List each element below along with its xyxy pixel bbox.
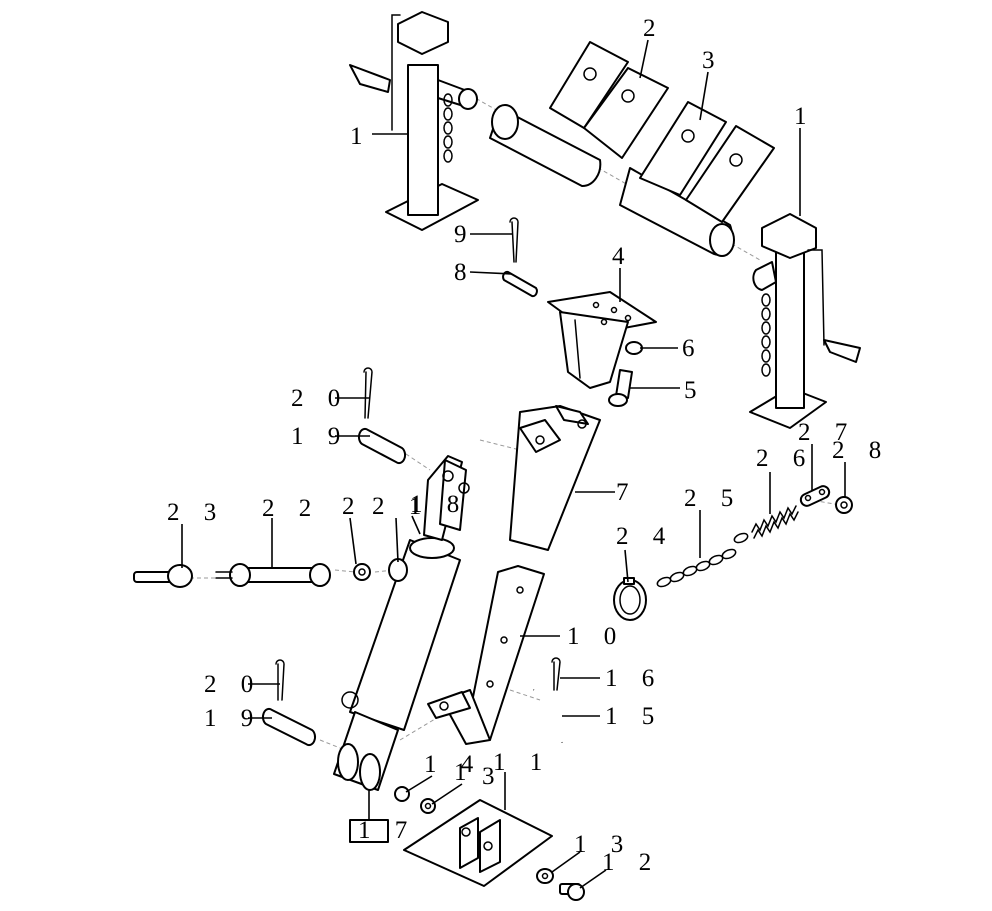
label-rod: 2 2 (262, 495, 320, 522)
spring-part-26 (751, 505, 799, 539)
label-pin-bent: 1 5 (605, 703, 663, 730)
clip-part-9 (509, 217, 519, 263)
label-nut-mid: 3 (482, 763, 504, 790)
clip-part-20-lower (275, 659, 285, 701)
label-clip-cyl-top: 2 0 (291, 385, 349, 412)
label-ring: 2 4 (616, 523, 674, 550)
jack-right-chain (761, 293, 771, 377)
pin-part-19-upper (357, 427, 407, 465)
bent-pin-part-15 (533, 688, 564, 743)
label-link: 2 7 (798, 419, 856, 446)
pin-part-19-lower (261, 707, 317, 747)
bushing-part-21 (388, 558, 408, 582)
label-washer-side: 2 (342, 493, 364, 520)
clip-part-20-upper (363, 367, 373, 419)
label-nut-foot: 1 4 (424, 751, 482, 778)
label-jack-left: 1 (350, 123, 372, 150)
jack-stand-left (349, 11, 479, 231)
bolt-part-12 (559, 883, 585, 901)
label-pin-cyl-bottom: 1 9 (204, 705, 262, 732)
label-spring: 2 6 (756, 445, 814, 472)
washer-part-13 (536, 868, 554, 884)
washer-mid (420, 798, 436, 814)
bolt-part-5 (608, 369, 633, 407)
label-grease: 1 7 (358, 817, 416, 844)
leader-lines (181, 39, 846, 889)
link-part-27 (799, 485, 831, 507)
label-leg: 7 (616, 479, 638, 506)
threaded-rod-part-22 (215, 563, 331, 587)
chain-part-25 (656, 532, 749, 588)
label-clip-cyl-bottom: 2 0 (204, 671, 262, 698)
label-pin-cyl-top: 1 9 (291, 423, 349, 450)
tube-assembly-lower (619, 101, 775, 257)
hydraulic-cylinder (333, 455, 470, 791)
label-clip-bent: 1 6 (605, 665, 663, 692)
fitting-part-23 (133, 564, 193, 588)
label-bolt: 5 (684, 377, 706, 404)
clip-part-16 (551, 657, 561, 691)
label-nut: 6 (682, 335, 704, 362)
tube-assembly-upper (489, 41, 669, 188)
hook-part-28 (835, 496, 853, 514)
label-leg-inner: 1 0 (567, 623, 625, 650)
washer-side (353, 563, 371, 581)
outer-leg (509, 405, 601, 551)
label-washer-mid: 1 (454, 759, 476, 786)
label-cylinder: 1 8 (410, 491, 468, 518)
label-bushing: 2 1 (372, 493, 430, 520)
mounting-bracket (547, 291, 657, 389)
jack-stand-right (749, 213, 861, 429)
label-tube-lower: 3 (702, 47, 724, 74)
ring-part-24 (613, 577, 647, 621)
label-hook: 2 8 (832, 437, 890, 464)
label-fitting: 2 3 (167, 499, 225, 526)
label-bolt-foot: 1 2 (602, 849, 660, 876)
pin-part-8 (502, 270, 538, 298)
label-pin-upper: 8 (454, 259, 476, 286)
label-jack-right: 1 (794, 103, 816, 130)
foot-plate-part-11 (403, 799, 553, 887)
label-clip-upper: 9 (454, 221, 476, 248)
label-chain: 2 5 (684, 485, 742, 512)
part-labels: 1 2 3 1 9 8 4 6 5 7 2 0 1 9 2 3 2 2 2 2 … (167, 15, 890, 876)
inner-leg (427, 565, 545, 745)
jack-left-chain (443, 93, 453, 163)
label-foot: 1 1 (493, 749, 551, 776)
label-tube-upper: 2 (643, 15, 665, 42)
nut-part-14 (394, 786, 410, 802)
label-bracket: 4 (612, 243, 634, 270)
label-washer-foot: 1 3 (574, 831, 632, 858)
nut-part-6 (625, 341, 643, 355)
